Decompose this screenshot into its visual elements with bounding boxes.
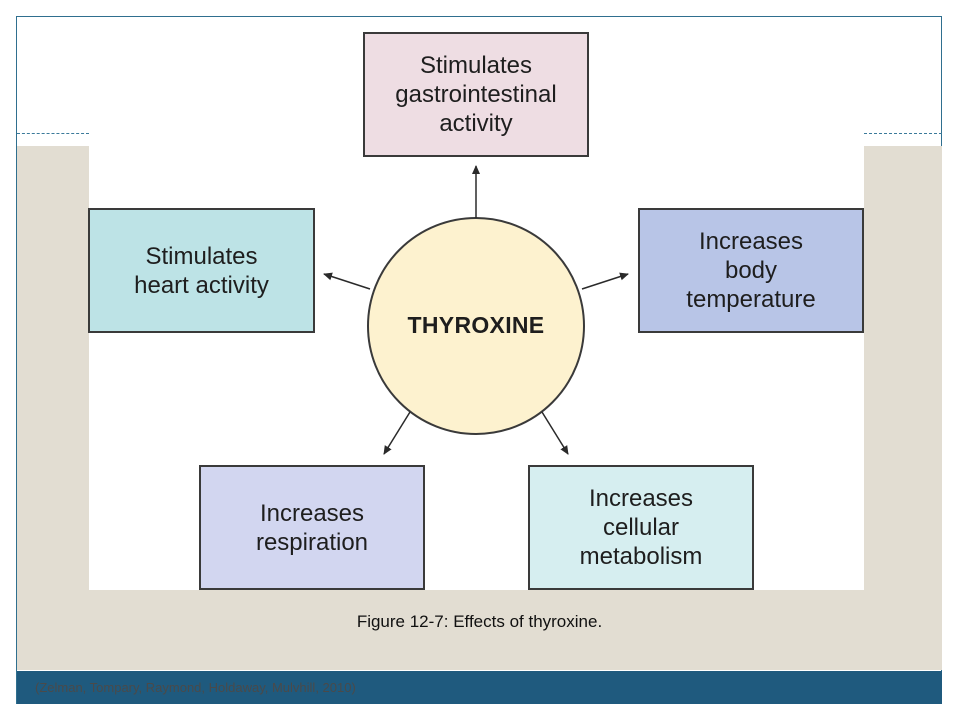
arrow-to-heart <box>323 272 371 290</box>
arrow-to-metabolism <box>541 411 569 455</box>
thyroxine-label: THYROXINE <box>407 311 545 338</box>
effect-box-metabolism: Increases cellular metabolism <box>528 465 754 590</box>
effect-box-heart: Stimulates heart activity <box>88 208 315 333</box>
effect-box-temperature: Increases body temperature <box>638 208 864 333</box>
citation-text: (Zelman, Tompary, Raymond, Holdaway, Mul… <box>35 680 356 695</box>
footer-bar <box>17 671 942 704</box>
effect-box-gastrointestinal: Stimulates gastrointestinal activity <box>363 32 589 157</box>
dashed-divider-left <box>17 133 89 134</box>
arrow-to-temperature <box>581 272 629 290</box>
figure-caption: Figure 12-7: Effects of thyroxine. <box>356 612 603 631</box>
dashed-divider-right <box>864 133 942 134</box>
effect-box-respiration: Increases respiration <box>199 465 425 590</box>
arrow-to-respiration <box>383 411 411 455</box>
